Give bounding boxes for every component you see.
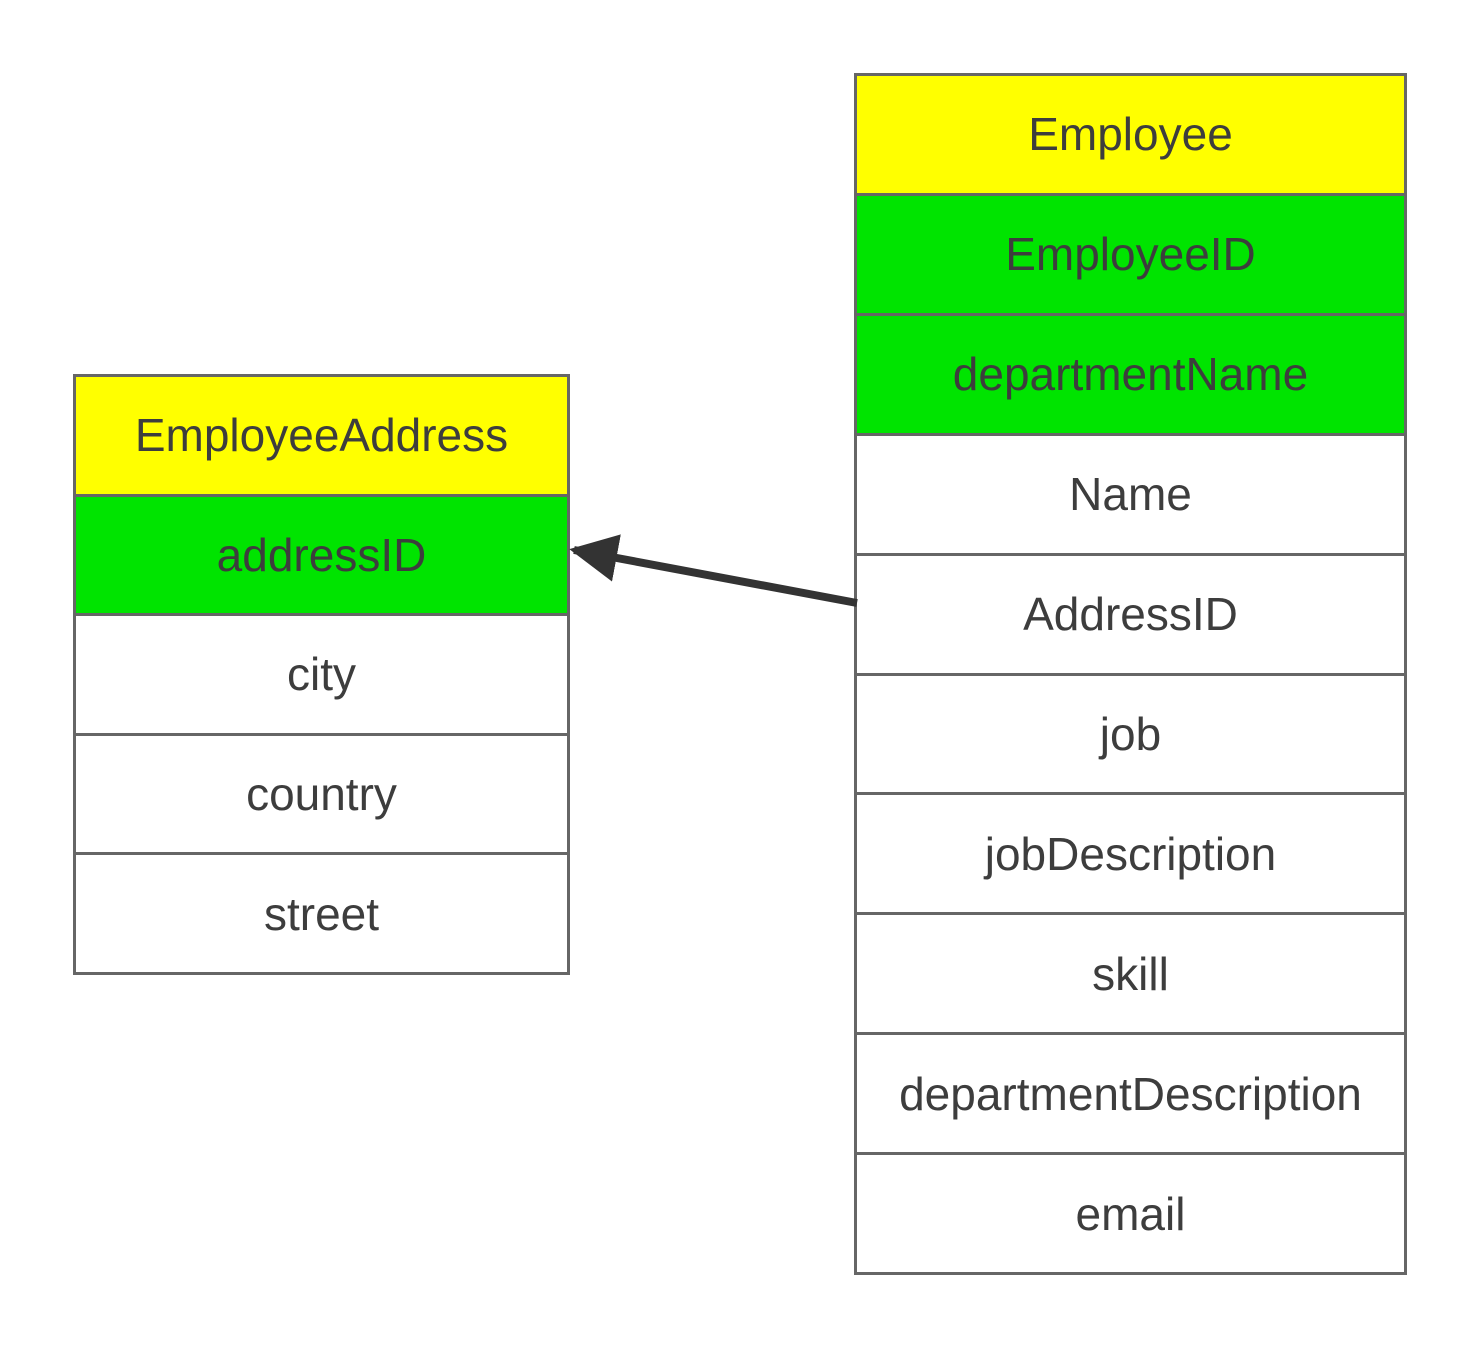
entity-row-country: country (76, 732, 567, 853)
relationship-arrow-line (569, 534, 858, 607)
entity-title-employee: Employee (857, 76, 1404, 193)
entity-row-EmployeeID: EmployeeID (857, 192, 1404, 313)
entity-row-Name: Name (857, 432, 1404, 553)
entity-row-departmentName: departmentName (857, 312, 1404, 433)
entity-row-street: street (76, 852, 567, 972)
entity-row-job: job (857, 672, 1404, 793)
entity-row-skill: skill (857, 912, 1404, 1033)
entity-row-city: city (76, 613, 567, 733)
entity-row-email: email (857, 1152, 1404, 1273)
entity-row-jobDescription: jobDescription (857, 792, 1404, 913)
entity-row-addressID: addressID (76, 493, 567, 614)
entity-row-departmentDescription: departmentDescription (857, 1032, 1404, 1153)
entity-title-employee-address: EmployeeAddress (76, 377, 567, 494)
entity-row-AddressID: AddressID (857, 552, 1404, 673)
